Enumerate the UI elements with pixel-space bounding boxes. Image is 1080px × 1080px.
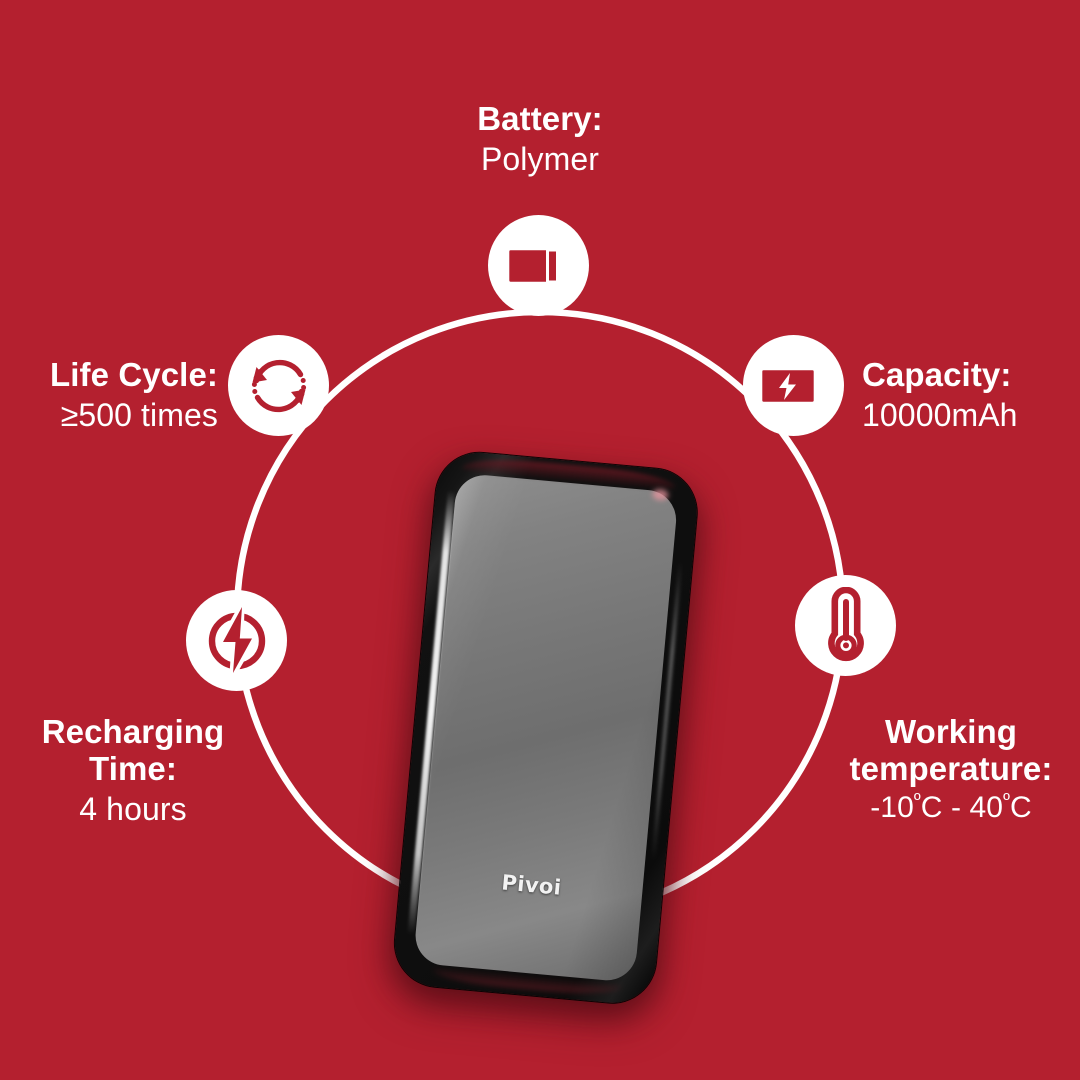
recycle-arrows-badge	[228, 335, 329, 436]
degree-symbol-min: º	[913, 788, 921, 810]
spec-lifecycle-value: ≥500 times	[60, 397, 218, 434]
temp-unit: C	[1010, 790, 1032, 824]
power-bolt-icon	[208, 602, 265, 679]
recycle-arrows-icon	[251, 359, 306, 412]
spec-lifecycle-title: Life Cycle:	[50, 356, 218, 393]
spec-working-temperature: Working temperature: -10ºC - 40ºC	[826, 713, 1076, 826]
spec-capacity: Capacity: 10000mAh	[862, 356, 1076, 434]
spec-battery-title: Battery:	[477, 100, 603, 137]
spec-capacity-title: Capacity:	[862, 356, 1012, 393]
battery-empty-icon	[506, 247, 564, 284]
product-face: Pivoi	[412, 472, 679, 983]
temp-mid: C - 40	[920, 790, 1004, 824]
battery-charging-icon	[759, 367, 825, 404]
spec-battery-value: Polymer	[480, 141, 600, 178]
temp-min: -10	[870, 790, 914, 824]
spec-recharging-time: Recharging Time: 4 hours	[8, 713, 258, 828]
spec-working-temperature-title: Working temperature:	[849, 713, 1053, 787]
spec-battery: Battery: Polymer	[380, 100, 700, 178]
thermometer-badge	[795, 575, 896, 676]
spec-recharging-time-value: 4 hours	[79, 790, 187, 827]
product-body: Pivoi	[391, 448, 701, 1007]
battery-empty-badge	[488, 215, 589, 316]
degree-symbol-max: º	[1003, 788, 1010, 810]
spec-recharging-time-title: Recharging Time:	[41, 713, 225, 787]
spec-working-temperature-value: -10ºC - 40ºC	[826, 788, 1076, 826]
power-bolt-badge	[186, 590, 287, 691]
product-image: Pivoi	[373, 440, 723, 1035]
spec-capacity-value: 10000mAh	[862, 397, 1018, 434]
battery-charging-badge	[743, 335, 844, 436]
spec-lifecycle: Life Cycle: ≥500 times	[6, 356, 218, 434]
thermometer-icon	[827, 586, 864, 661]
